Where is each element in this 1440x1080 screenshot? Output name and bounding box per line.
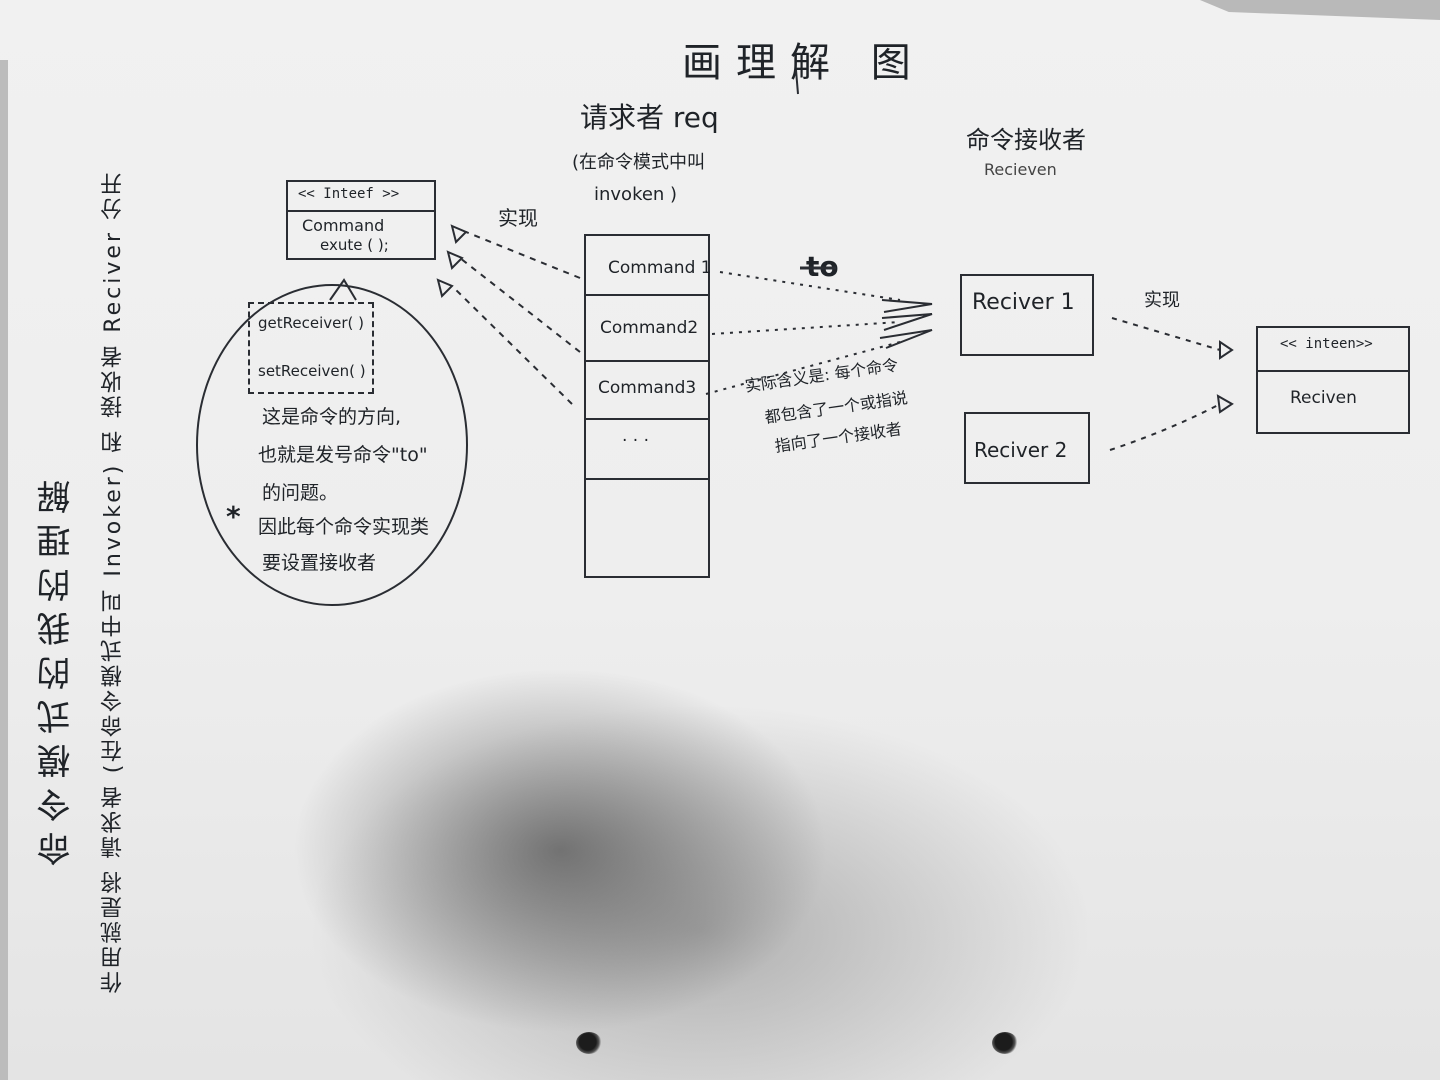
receiver-interface-stereotype: << inteen>> (1280, 336, 1373, 352)
method-get-receiver: getReceiver( ) (258, 314, 364, 332)
invoker-item-1: Command 1 (608, 258, 712, 278)
command-interface-stereotype: << Inteef >> (298, 186, 400, 202)
receiver-1-label: Reciver 1 (972, 290, 1075, 315)
circle-note-line-4: 因此每个命令实现类 (258, 516, 430, 538)
command-interface-method-2: exute ( ); (320, 236, 389, 254)
generalization-arrow (329, 278, 357, 301)
invoker-heading: 请求者 req (580, 101, 719, 134)
realize-arrowheads-right (1216, 340, 1234, 414)
receiver-2-box: Reciver 2 (964, 412, 1090, 484)
invoker-item-2: Command2 (600, 318, 699, 338)
invoker-subheading-2: invoken ) (594, 184, 678, 205)
realize-label-left: 实现 (498, 206, 538, 230)
receiver-1-box: Reciver 1 (960, 274, 1094, 356)
to-receiver-dashes (705, 271, 901, 395)
invoker-column: Command 1 Command2 Command3 . . . (584, 234, 712, 578)
circle-note-line-3: 的问题。 (262, 482, 339, 504)
command-interface-method-1: Command (302, 216, 385, 235)
invoker-item-more: . . . (622, 426, 650, 446)
realize-arrowheads-left (436, 224, 468, 298)
command-interface-box: << Inteef >> Command exute ( ); (286, 180, 436, 260)
background-edge-left (0, 60, 8, 1080)
binder-hole-right (992, 1032, 1018, 1054)
realize-dashes-right (1109, 317, 1221, 451)
receiver-interface-name: Reciven (1290, 388, 1357, 408)
to-receiver-arrowheads (879, 299, 933, 349)
interface-methods-box: getReceiver( ) setReceiven( ) (248, 302, 374, 394)
binder-hole-left (576, 1032, 602, 1054)
circle-note-star: * (226, 500, 241, 533)
receiver-2-label: Reciver 2 (974, 438, 1068, 462)
realize-label-right: 实现 (1144, 290, 1180, 311)
circle-note-line-2: 也就是发号命令"to" (258, 444, 428, 466)
title-stroke (795, 69, 799, 95)
circle-note-line-5: 要设置接收者 (262, 552, 377, 574)
receiver-interface-box: << inteen>> Reciven (1256, 326, 1410, 434)
invoker-subheading-1: (在命令模式中叫 (572, 152, 706, 173)
receiver-group-subheading: Recieven (984, 160, 1057, 179)
receiver-group-heading: 命令接收者 (966, 126, 1086, 154)
realize-dashes-left (451, 231, 581, 405)
circle-outline (196, 284, 468, 606)
method-set-receiver: setReceiven( ) (258, 362, 366, 380)
invoker-item-3: Command3 (598, 378, 697, 398)
circle-note-line-1: 这是命令的方向, (262, 406, 402, 428)
